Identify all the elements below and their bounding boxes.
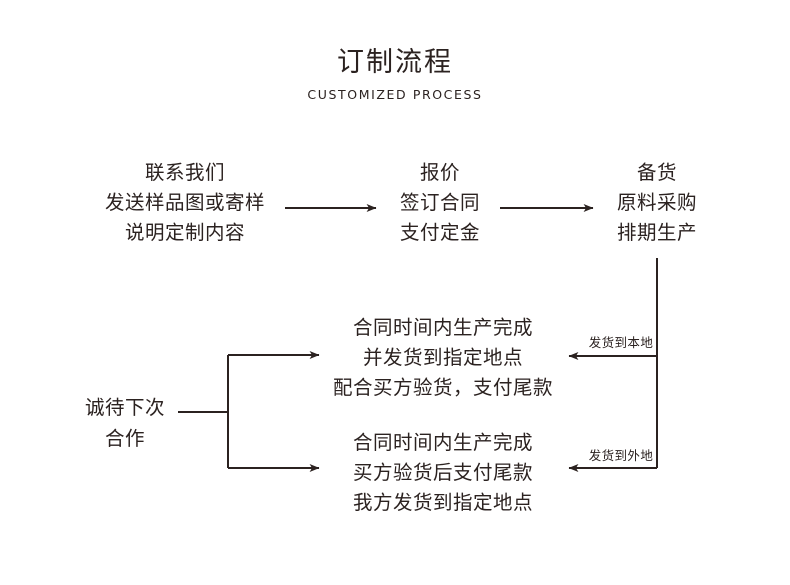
node-cooperate-again-line-1: 诚待下次 [84, 396, 165, 419]
node-stock-preparation-line-3: 排期生产 [616, 221, 697, 244]
page-subtitle: CUSTOMIZED PROCESS [307, 87, 483, 102]
node-stock-preparation: 备货 原料采购 排期生产 [572, 158, 742, 248]
node-contact-us: 联系我们 发送样品图或寄样 说明定制内容 [60, 158, 310, 248]
edge-label-ship-remote: 发货到外地 [588, 448, 654, 463]
node-quotation-line-3: 支付定金 [399, 221, 480, 244]
edge-label-ship-local: 发货到本地 [588, 335, 654, 350]
node-quotation-line-1: 报价 [419, 161, 460, 184]
node-remote-delivery-terms: 合同时间内生产完成 买方验货后支付尾款 我方发货到指定地点 [312, 428, 574, 518]
node-remote-delivery-line-3: 我方发货到指定地点 [352, 491, 533, 514]
node-cooperate-again: 诚待下次 合作 [60, 392, 190, 454]
node-remote-delivery-line-2: 买方验货后支付尾款 [352, 461, 533, 484]
node-local-delivery-line-1: 合同时间内生产完成 [352, 316, 533, 339]
node-local-delivery-terms: 合同时间内生产完成 并发货到指定地点 配合买方验货，支付尾款 [312, 313, 574, 403]
node-contact-us-line-3: 说明定制内容 [124, 221, 245, 244]
node-local-delivery-line-3: 配合买方验货，支付尾款 [332, 376, 553, 399]
node-cooperate-again-line-2: 合作 [104, 427, 145, 450]
header-block: 订制流程 CUSTOMIZED PROCESS [0, 46, 790, 102]
node-contact-us-line-2: 发送样品图或寄样 [104, 191, 265, 214]
node-quotation-line-2: 签订合同 [399, 191, 480, 214]
node-stock-preparation-line-2: 原料采购 [616, 191, 697, 214]
node-stock-preparation-line-1: 备货 [636, 161, 677, 184]
page-title: 订制流程 [337, 47, 453, 78]
node-remote-delivery-line-1: 合同时间内生产完成 [352, 431, 533, 454]
node-quotation: 报价 签订合同 支付定金 [355, 158, 525, 248]
node-local-delivery-line-2: 并发货到指定地点 [362, 346, 523, 369]
node-contact-us-line-1: 联系我们 [144, 161, 225, 184]
